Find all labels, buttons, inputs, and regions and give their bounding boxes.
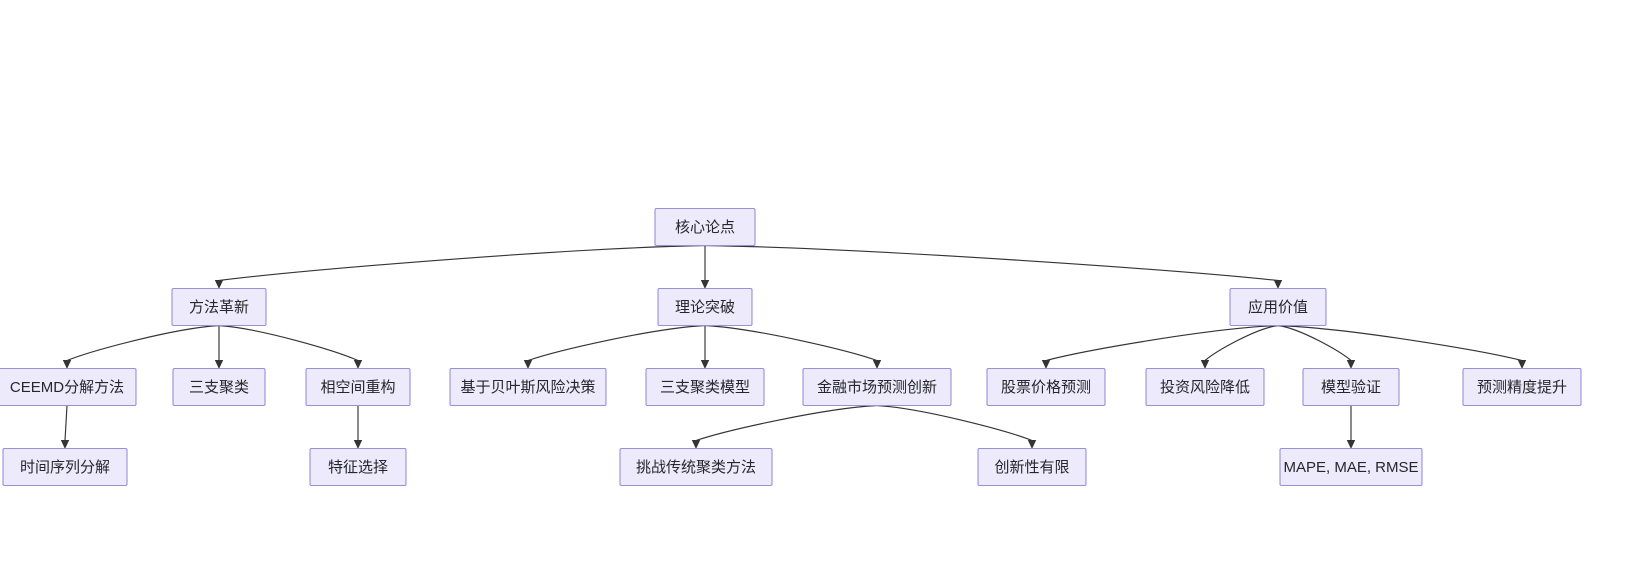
node-理论突破[interactable]: 理论突破 bbox=[657, 287, 753, 327]
edge-line bbox=[218, 244, 706, 282]
node-mape-mae-rmse[interactable]: MAPE, MAE, RMSE bbox=[1279, 447, 1423, 487]
arrowhead-icon bbox=[214, 280, 224, 289]
node-box[interactable] bbox=[1302, 367, 1400, 407]
edges-layer bbox=[60, 244, 1527, 449]
node-三支聚类[interactable]: 三支聚类 bbox=[172, 367, 266, 407]
edge-line bbox=[1045, 324, 1279, 362]
arrowhead-icon bbox=[1027, 440, 1037, 449]
edge-理论突破-to-金融市场预测创新 bbox=[704, 324, 882, 369]
edge-line bbox=[64, 405, 68, 441]
node-投资风险降低[interactable]: 投资风险降低 bbox=[1145, 367, 1265, 407]
node-股票价格预测[interactable]: 股票价格预测 bbox=[986, 367, 1106, 407]
edge-应用价值-to-模型验证 bbox=[1277, 324, 1356, 369]
edge-核心论点-to-理论突破 bbox=[700, 245, 710, 289]
edge-line bbox=[704, 324, 878, 362]
arrowhead-icon bbox=[1200, 360, 1210, 369]
arrowhead-icon bbox=[214, 360, 224, 369]
edge-line bbox=[1277, 324, 1352, 361]
edge-line bbox=[1277, 324, 1523, 362]
edge-方法革新-to-ceemd分解方法 bbox=[62, 324, 220, 369]
node-方法革新[interactable]: 方法革新 bbox=[171, 287, 267, 327]
edge-line bbox=[66, 324, 220, 362]
arrowhead-icon bbox=[700, 360, 710, 369]
node-box[interactable] bbox=[1279, 447, 1423, 487]
edge-line bbox=[218, 324, 359, 362]
node-相空间重构[interactable]: 相空间重构 bbox=[305, 367, 411, 407]
node-box[interactable] bbox=[1229, 287, 1327, 327]
nodes-layer: 核心论点方法革新 理论突破 应用价值 CEEMD分解方法三支聚类相空间重构基于贝叶斯风… bbox=[0, 207, 1582, 487]
edge-理论突破-to-基于贝叶斯风险决策 bbox=[523, 324, 706, 369]
node-box[interactable] bbox=[305, 367, 411, 407]
edge-相空间重构-to-特征选择 bbox=[353, 405, 363, 449]
node-box[interactable] bbox=[449, 367, 607, 407]
arrowhead-icon bbox=[691, 440, 701, 449]
node-应用价值[interactable]: 应用价值 bbox=[1229, 287, 1327, 327]
edge-模型验证-to-mape-mae-rmse bbox=[1346, 405, 1356, 449]
node-box[interactable] bbox=[619, 447, 773, 487]
arrowhead-icon bbox=[353, 360, 363, 369]
node-box[interactable] bbox=[657, 287, 753, 327]
arrowhead-icon bbox=[872, 360, 882, 369]
edge-应用价值-to-股票价格预测 bbox=[1041, 324, 1279, 369]
node-box[interactable] bbox=[172, 367, 266, 407]
arrowhead-icon bbox=[1346, 440, 1356, 449]
arrowhead-icon bbox=[1346, 360, 1356, 369]
node-box[interactable] bbox=[645, 367, 765, 407]
node-基于贝叶斯风险决策[interactable]: 基于贝叶斯风险决策 bbox=[449, 367, 607, 407]
node-创新性有限[interactable]: 创新性有限 bbox=[977, 447, 1087, 487]
node-模型验证[interactable]: 模型验证 bbox=[1302, 367, 1400, 407]
edge-应用价值-to-预测精度提升 bbox=[1277, 324, 1527, 369]
node-box[interactable] bbox=[0, 367, 137, 407]
node-box[interactable] bbox=[1462, 367, 1582, 407]
node-ceemd分解方法[interactable]: CEEMD分解方法 bbox=[0, 367, 137, 407]
edge-金融市场预测创新-to-挑战传统聚类方法 bbox=[691, 404, 878, 449]
node-box[interactable] bbox=[309, 447, 407, 487]
node-box[interactable] bbox=[802, 367, 952, 407]
node-预测精度提升[interactable]: 预测精度提升 bbox=[1462, 367, 1582, 407]
arrowhead-icon bbox=[1273, 280, 1283, 289]
node-时间序列分解[interactable]: 时间序列分解 bbox=[2, 447, 128, 487]
node-box[interactable] bbox=[2, 447, 128, 487]
node-核心论点[interactable]: 核心论点 bbox=[654, 207, 756, 247]
node-box[interactable] bbox=[986, 367, 1106, 407]
edge-line bbox=[876, 404, 1033, 442]
node-box[interactable] bbox=[1145, 367, 1265, 407]
edge-核心论点-to-应用价值 bbox=[704, 244, 1283, 289]
arrowhead-icon bbox=[1517, 360, 1527, 369]
arrowhead-icon bbox=[1041, 360, 1051, 369]
node-三支聚类模型[interactable]: 三支聚类模型 bbox=[645, 367, 765, 407]
node-box[interactable] bbox=[171, 287, 267, 327]
node-box[interactable] bbox=[654, 207, 756, 247]
edge-line bbox=[695, 404, 878, 442]
edge-方法革新-to-相空间重构 bbox=[218, 324, 363, 369]
node-特征选择[interactable]: 特征选择 bbox=[309, 447, 407, 487]
edge-line bbox=[527, 324, 706, 362]
node-box[interactable] bbox=[977, 447, 1087, 487]
edge-应用价值-to-投资风险降低 bbox=[1200, 324, 1279, 369]
arrowhead-icon bbox=[700, 280, 710, 289]
arrowhead-icon bbox=[353, 440, 363, 449]
edge-方法革新-to-三支聚类 bbox=[214, 325, 224, 369]
node-金融市场预测创新[interactable]: 金融市场预测创新 bbox=[802, 367, 952, 407]
edge-ceemd分解方法-to-时间序列分解 bbox=[60, 405, 70, 449]
edge-line bbox=[1204, 324, 1279, 361]
arrowhead-icon bbox=[60, 440, 70, 449]
arrowhead-icon bbox=[523, 360, 533, 369]
edge-金融市场预测创新-to-创新性有限 bbox=[876, 404, 1037, 449]
arrowhead-icon bbox=[62, 360, 72, 369]
edge-核心论点-to-方法革新 bbox=[214, 244, 706, 289]
edge-理论突破-to-三支聚类模型 bbox=[700, 325, 710, 369]
node-挑战传统聚类方法[interactable]: 挑战传统聚类方法 bbox=[619, 447, 773, 487]
edge-line bbox=[704, 244, 1279, 282]
